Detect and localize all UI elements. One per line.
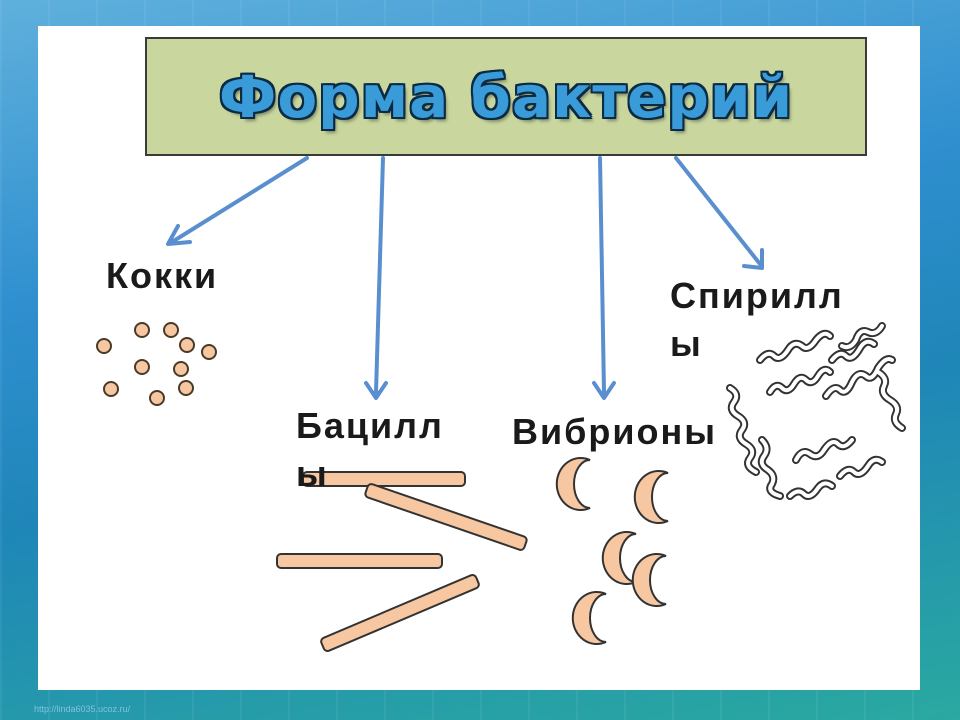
title-box: Форма бактерий bbox=[145, 37, 867, 156]
cocci-illustration bbox=[96, 322, 217, 406]
slide-title: Форма бактерий bbox=[218, 62, 794, 131]
label-vibrios: Вибрионы bbox=[512, 411, 717, 452]
footer-link[interactable]: http://linda6035.ucoz.ru/ bbox=[34, 704, 131, 714]
arrow-to-vibrios bbox=[592, 156, 616, 400]
arrow-to-bacilli bbox=[364, 156, 388, 400]
label-bacilli: Бациллы bbox=[296, 405, 444, 486]
bacilli-illustration bbox=[276, 471, 528, 653]
label-spirilla: Спириллы bbox=[670, 275, 844, 364]
vibrio-illustration bbox=[555, 457, 669, 645]
arrow-to-spirilla bbox=[674, 156, 764, 270]
arrow-to-cocci bbox=[166, 156, 309, 246]
spirilla-illustration bbox=[726, 322, 906, 500]
label-cocci: Кокки bbox=[106, 255, 219, 296]
